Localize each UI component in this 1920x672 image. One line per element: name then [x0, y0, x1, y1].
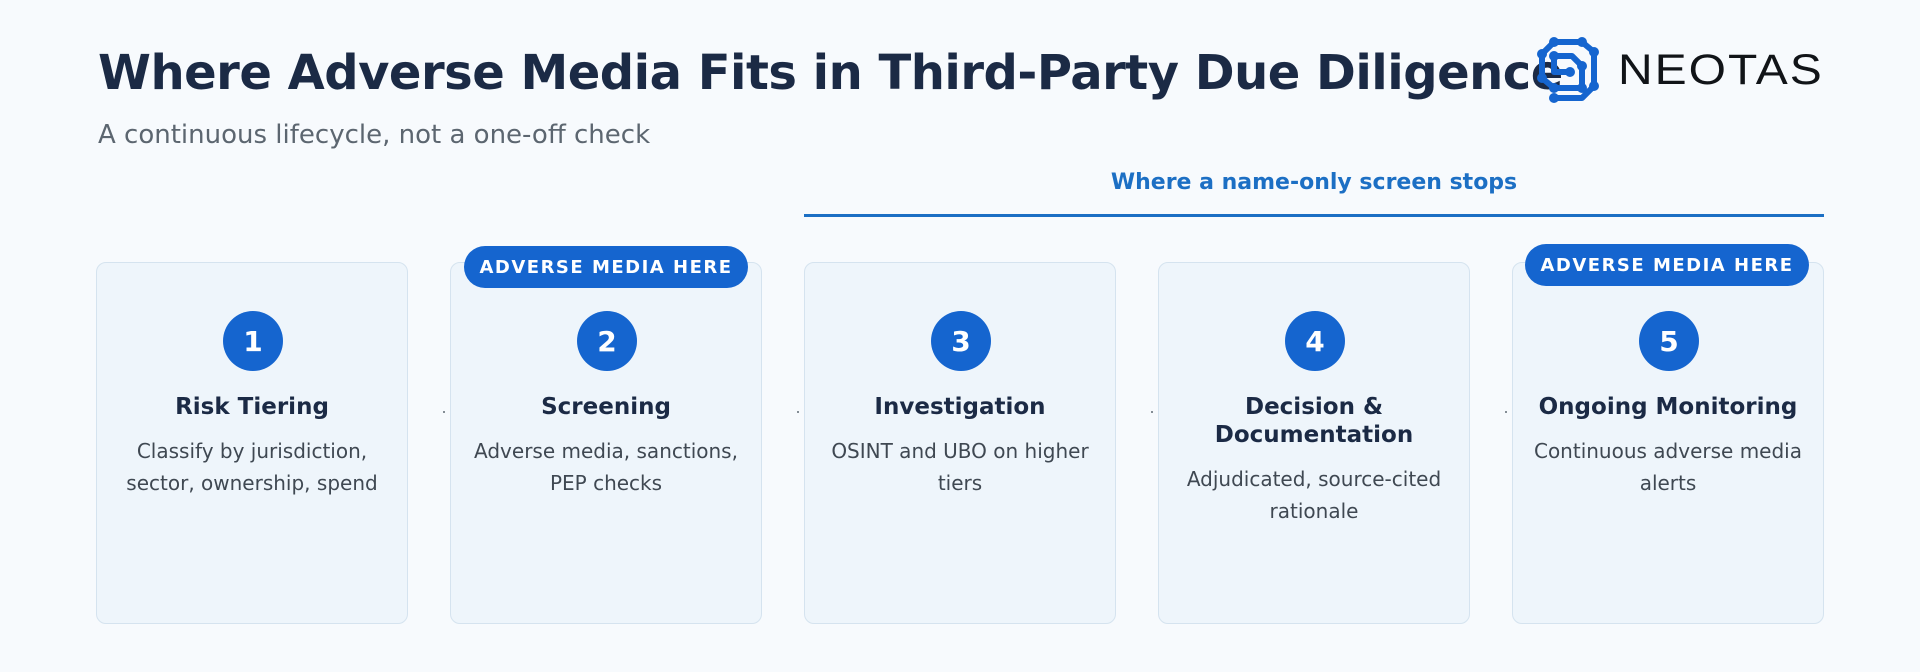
step-title: Risk Tiering: [175, 394, 329, 420]
step-description: Classify by jurisdiction, sector, owners…: [126, 439, 378, 495]
step-description: Adjudicated, source-cited rationale: [1186, 467, 1442, 523]
step-number: 4: [1285, 311, 1345, 371]
step-title: Ongoing Monitoring: [1538, 394, 1798, 420]
adverse-media-badge: ADVERSE MEDIA HERE: [1525, 244, 1809, 286]
name-only-screen-label: Where a name-only screen stops: [1110, 170, 1518, 195]
step-card-investigation: 3 Investigation OSINT and UBO on higher …: [804, 262, 1116, 624]
name-only-screen-bracket: [804, 214, 1824, 217]
step-connector: [1505, 411, 1507, 413]
adverse-media-badge: ADVERSE MEDIA HERE: [464, 246, 748, 288]
step-connector: [797, 411, 799, 413]
step-number: 1: [223, 311, 283, 371]
step-number: 5: [1639, 311, 1699, 371]
step-description: Adverse media, sanctions, PEP checks: [474, 439, 738, 495]
step-title: Investigation: [874, 394, 1046, 420]
step-card-ongoing-monitoring: 5 Ongoing Monitoring Continuous adverse …: [1512, 262, 1824, 624]
page-title: Where Adverse Media Fits in Third-Party …: [98, 45, 1563, 101]
brand-logo: NEOTAS: [1530, 32, 1824, 108]
step-card-decision-documentation: 4 Decision & Documentation Adjudicated, …: [1158, 262, 1470, 624]
step-card-screening: 2 Screening Adverse media, sanctions, PE…: [450, 262, 762, 624]
neotas-network-mark-icon: [1537, 37, 1599, 103]
step-title: Screening: [541, 394, 671, 420]
step-number: 3: [931, 311, 991, 371]
step-title: Decision & Documentation: [1214, 394, 1414, 448]
step-description: Continuous adverse media alerts: [1533, 439, 1802, 495]
step-card-risk-tiering: 1 Risk Tiering Classify by jurisdiction,…: [96, 262, 408, 624]
step-number: 2: [577, 311, 637, 371]
step-connector: [443, 411, 445, 413]
page-subtitle: A continuous lifecycle, not a one-off ch…: [98, 120, 651, 150]
step-description: OSINT and UBO on higher tiers: [831, 439, 1089, 495]
step-connector: [1151, 411, 1153, 413]
brand-wordmark: NEOTAS: [1618, 46, 1824, 94]
